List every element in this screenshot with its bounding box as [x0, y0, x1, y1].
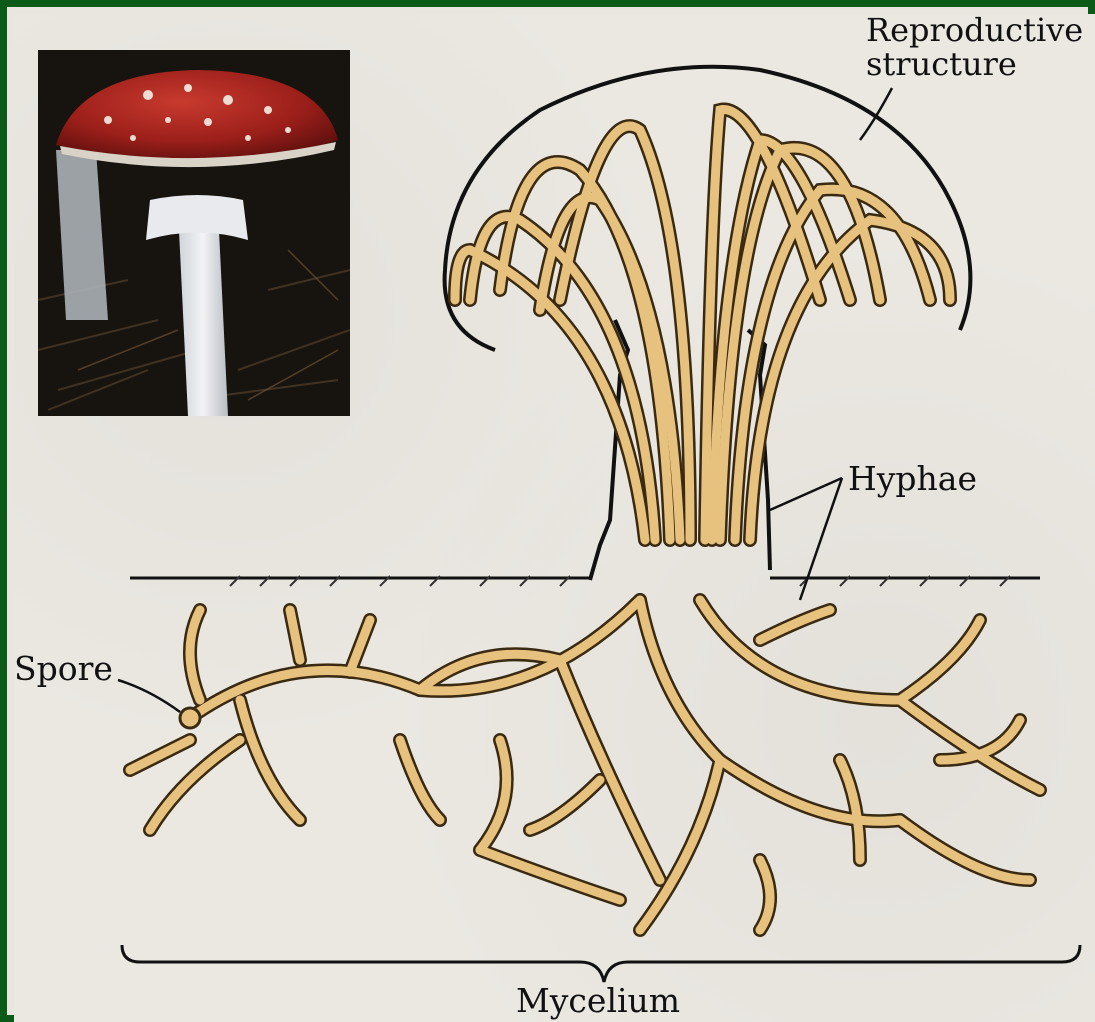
reproductive-structure-label: Reproductive structure — [866, 14, 1083, 81]
reproductive-leader — [860, 88, 892, 140]
mycelium-brace — [122, 945, 1080, 982]
mycelium-label: Mycelium — [516, 984, 680, 1019]
spore-marker — [180, 708, 200, 728]
mycelium-network — [130, 600, 1040, 930]
reproductive-line1: Reproductive — [866, 14, 1083, 48]
spore-label: Spore — [14, 652, 113, 687]
hyphae-label: Hyphae — [848, 462, 977, 497]
reproductive-line2: structure — [866, 48, 1083, 82]
hyphae-leader-2 — [800, 478, 842, 600]
spore-leader — [118, 680, 180, 712]
hyphae-leader-1 — [770, 478, 842, 510]
